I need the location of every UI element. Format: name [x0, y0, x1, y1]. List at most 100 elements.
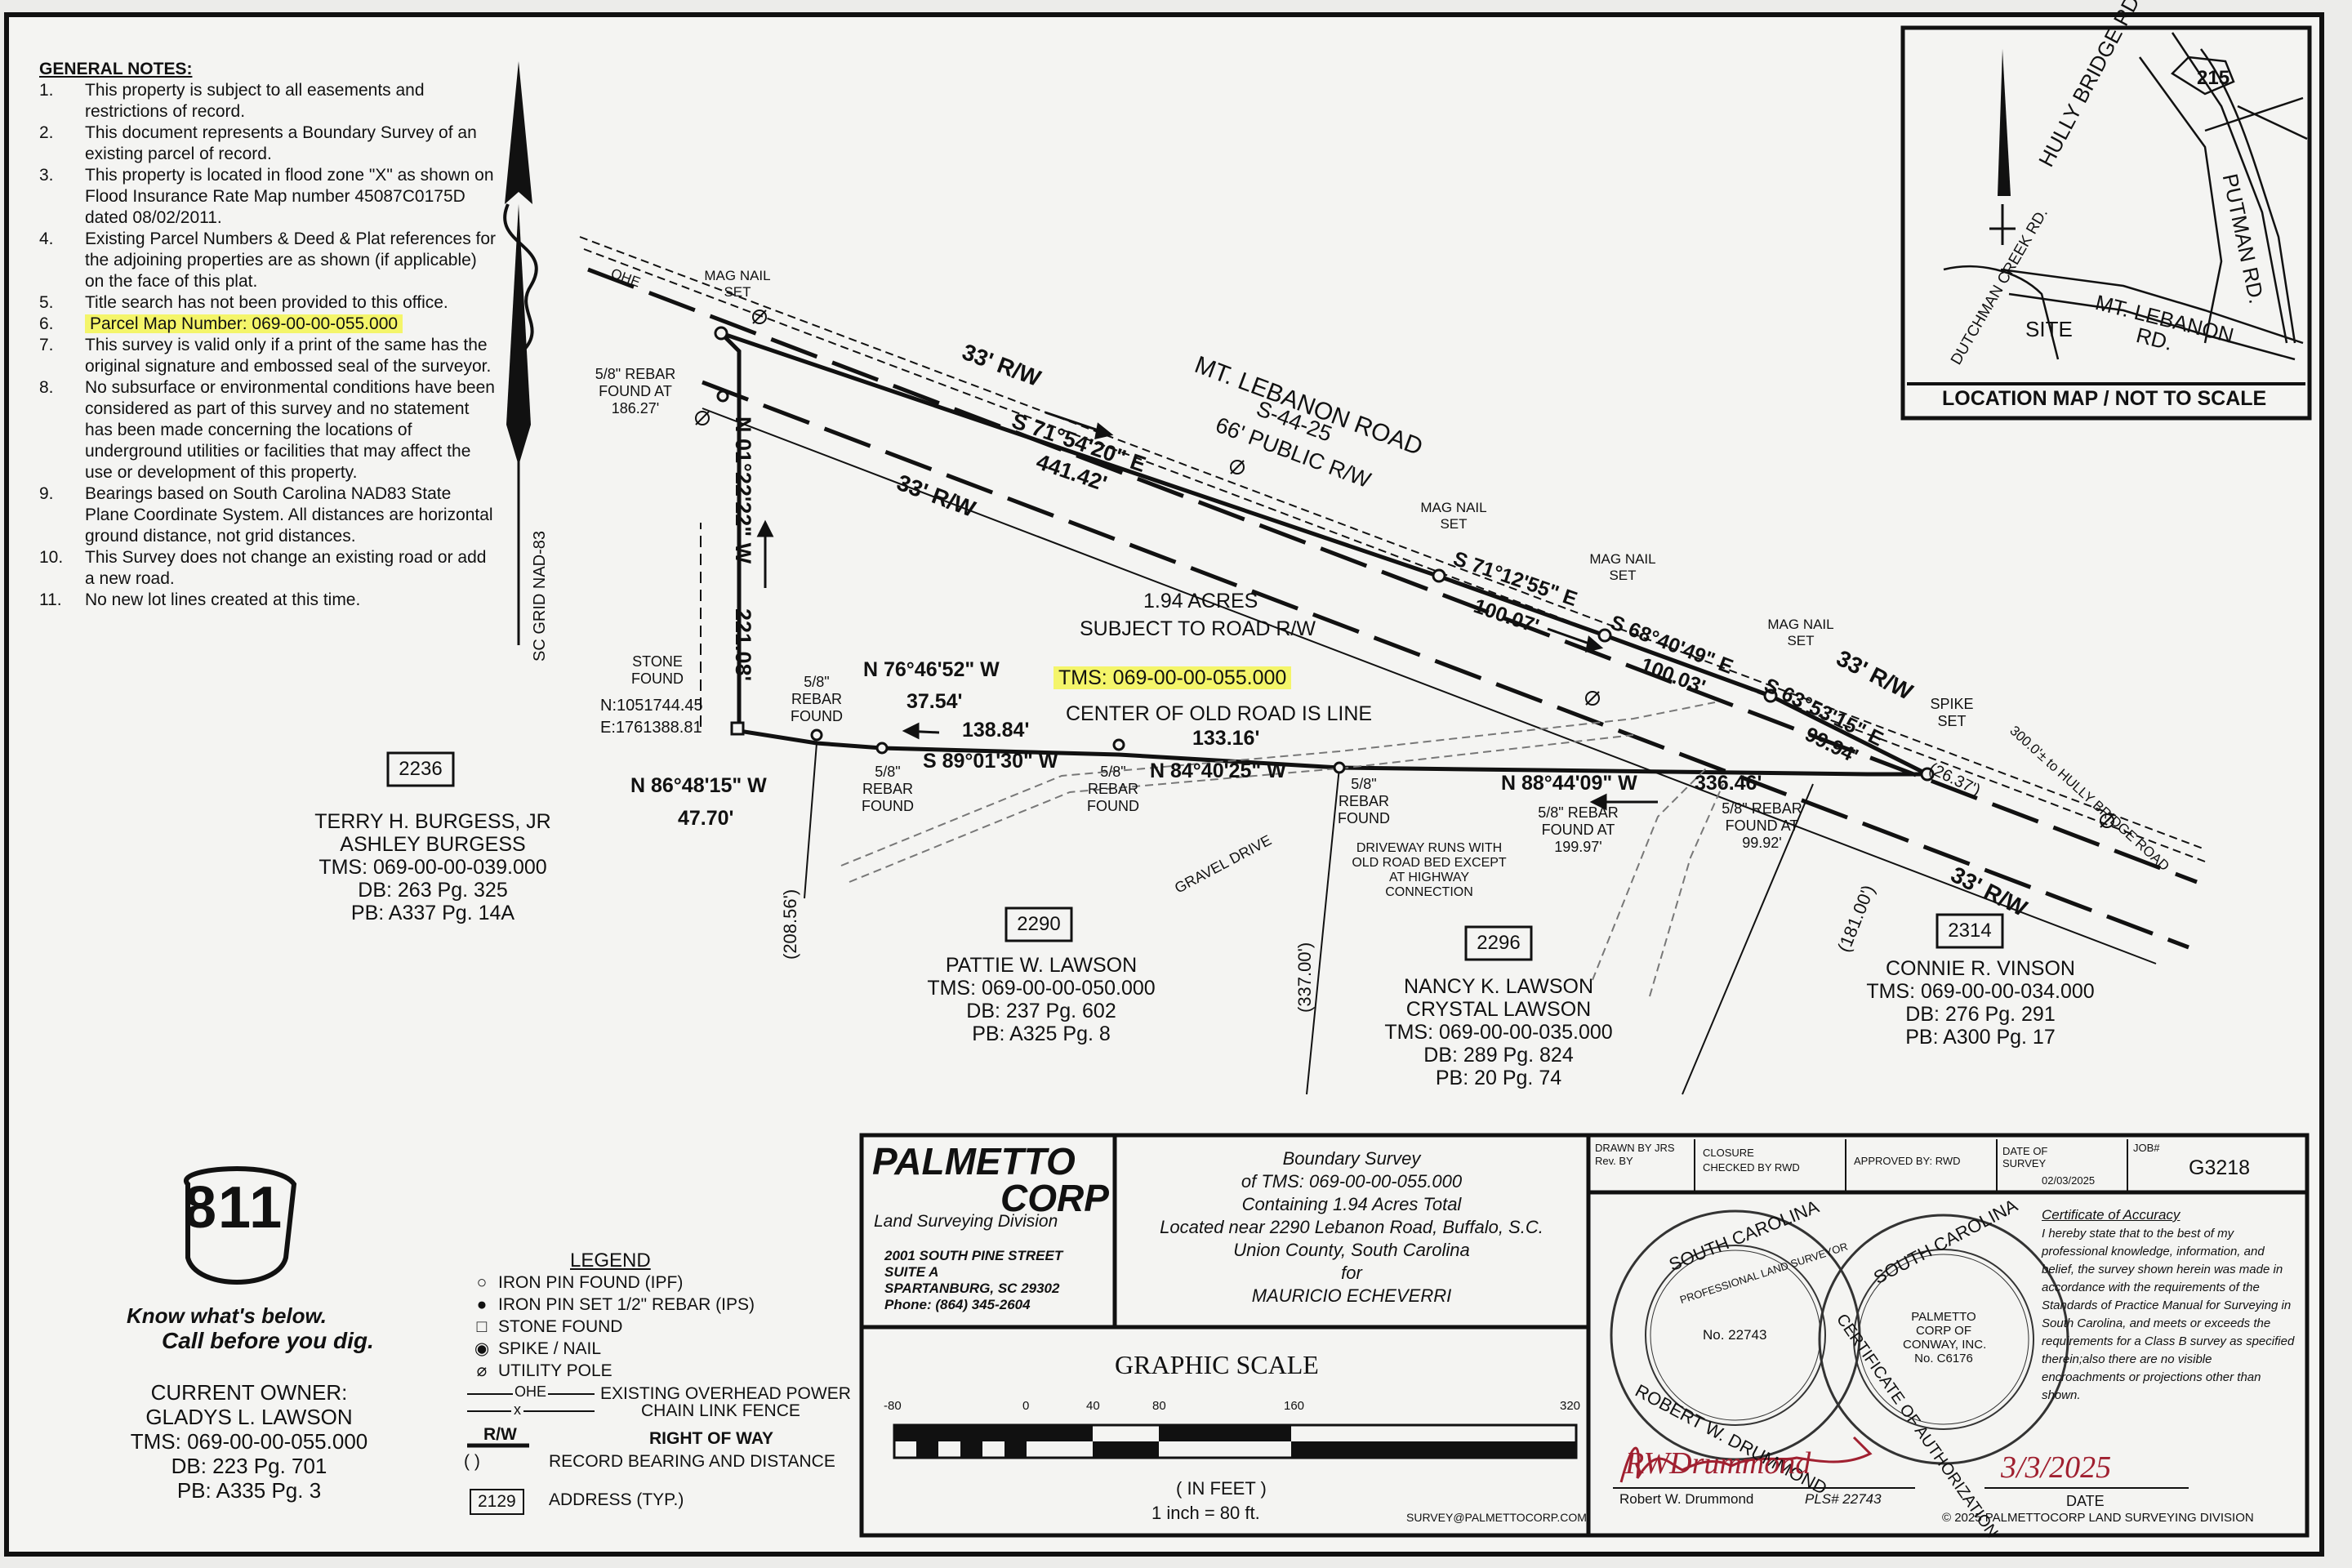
survey-title-line: Containing 1.94 Acres Total — [1241, 1194, 1462, 1214]
note-text: No new lot lines created at this time. — [85, 590, 361, 609]
note-item: 4.Existing Parcel Numbers & Deed & Plat … — [39, 229, 497, 292]
distance-south-3: 133.16' — [1192, 727, 1260, 750]
note-num: 5. — [39, 293, 54, 312]
adjoiner-owner: NANCY K. LAWSON CRYSTAL LAWSON TMS: 069-… — [1343, 975, 1654, 1089]
survey-title-line: for — [1341, 1263, 1362, 1283]
mag-nail-label: MAG NAIL SET — [1420, 500, 1487, 532]
current-owner-db: DB: 223 Pg. 701 — [171, 1454, 327, 1478]
note-item: 9.Bearings based on South Carolina NAD83… — [39, 483, 497, 547]
legend-fence-label: CHAIN LINK FENCE — [641, 1401, 800, 1420]
note-text: Existing Parcel Numbers & Deed & Plat re… — [85, 229, 497, 291]
legend-rw-symbol: R/W — [483, 1425, 517, 1444]
legend-label: IRON PIN SET 1/2" REBAR (IPS) — [498, 1295, 755, 1314]
owner-name: CRYSTAL LAWSON — [1405, 998, 1592, 1021]
adjoiner-owner: CONNIE R. VINSON TMS: 069-00-00-034.000 … — [1821, 957, 2140, 1049]
distance-south-1: 37.54' — [906, 690, 963, 713]
company-addr2: SUITE A — [884, 1264, 939, 1280]
signature-scribble — [1619, 1436, 1873, 1483]
note-text: Title search has not been provided to th… — [85, 293, 448, 312]
coord-east: E:1761388.81 — [600, 719, 702, 737]
owner-name: PATTIE W. LAWSON — [945, 954, 1138, 977]
rebar-label: 5/8" REBAR FOUND — [1338, 776, 1390, 826]
center-road-note: CENTER OF OLD ROAD IS LINE — [1066, 702, 1373, 725]
legend-row: ◉SPIKE / NAIL — [466, 1338, 755, 1360]
bearing-south-2: S 89°01'30" W — [923, 750, 1058, 773]
scale-tick: 0 — [1022, 1399, 1030, 1413]
owner-name: TERRY H. BURGESS, JR — [314, 810, 551, 833]
scale-tick: -80 — [884, 1399, 902, 1413]
seal1-number: No. 22743 — [1703, 1327, 1767, 1343]
legend-ohe-label: EXISTING OVERHEAD POWER — [600, 1384, 851, 1403]
legend-record-symbol: ( ) — [464, 1452, 480, 1471]
survey-title: Boundary Survey of TMS: 069-00-00-055.00… — [1119, 1147, 1584, 1307]
distance-west-line: 221.08' — [731, 608, 755, 682]
note-item: 7.This survey is valid only if a print o… — [39, 335, 497, 377]
subject-tms-text: TMS: 069-00-00-055.000 — [1054, 666, 1292, 689]
legend-address-symbol: 2129 — [470, 1489, 524, 1515]
authorization-seal — [1818, 1214, 2069, 1465]
rebar-label: 5/8" REBAR FOUND — [791, 674, 843, 724]
title-block-cells — [1694, 1139, 2128, 1191]
note-item: 10.This Survey does not change an existi… — [39, 547, 497, 590]
legend-title: LEGEND — [570, 1250, 651, 1272]
signature-printed: Robert W. Drummond — [1619, 1491, 1754, 1507]
location-map-caption: LOCATION MAP / NOT TO SCALE — [1942, 387, 2267, 410]
survey-title-line: of TMS: 069-00-00-055.000 — [1241, 1171, 1463, 1192]
bearing-west-line: N 01°22'22" W — [731, 416, 755, 564]
note-text: This property is located in flood zone "… — [85, 166, 494, 227]
legend-ohe-symbol: OHE — [513, 1383, 549, 1401]
owner-tms: TMS: 069-00-00-034.000 — [1866, 980, 2095, 1003]
legend-row: ⌀UTILITY POLE — [466, 1360, 755, 1382]
legend-address-label: ADDRESS (TYP.) — [549, 1490, 684, 1509]
scale-ratio: 1 inch = 80 ft. — [1152, 1503, 1260, 1523]
company-name-2: CORP — [1000, 1177, 1109, 1219]
driveway-note: DRIVEWAY RUNS WITH OLD ROAD BED EXCEPT A… — [1352, 841, 1507, 899]
company-phone: Phone: (864) 345-2604 — [884, 1297, 1031, 1312]
survey-title-line: Boundary Survey — [1282, 1148, 1421, 1169]
mag-nail-label: MAG NAIL SET — [1589, 551, 1656, 583]
note-text: This Survey does not change an existing … — [85, 548, 487, 588]
job-number: G3218 — [2189, 1156, 2251, 1179]
legend-row: ●IRON PIN SET 1/2" REBAR (IPS) — [466, 1294, 755, 1316]
note-item: 11.No new lot lines created at this time… — [39, 590, 497, 611]
general-notes: GENERAL NOTES: 1.This property is subjec… — [39, 59, 497, 611]
area-acres: 1.94 ACRES — [1143, 590, 1258, 612]
address-2290: 2290 — [1017, 913, 1061, 935]
bearing-south-4: N 88°44'09" W — [1501, 772, 1637, 795]
coord-north: N:1051744.45 — [600, 697, 703, 715]
distance-south-4: 336.46' — [1695, 772, 1762, 795]
current-owner-label: CURRENT OWNER: — [150, 1380, 348, 1405]
rebar-label: 5/8" REBAR FOUND — [1087, 764, 1139, 814]
note-item: 2.This document represents a Boundary Su… — [39, 122, 497, 165]
spike-nail-icon: ◉ — [474, 1339, 490, 1358]
location-map-roads — [1943, 32, 2308, 361]
note-num: 2. — [39, 123, 54, 142]
owner-pb: PB: A300 Pg. 17 — [1905, 1026, 2056, 1049]
rebar-label: 5/8" REBAR FOUND — [862, 764, 914, 814]
owner-pb: PB: A337 Pg. 14A — [350, 902, 515, 924]
rev-by: Rev. BY — [1595, 1155, 1633, 1167]
note-num: 9. — [39, 484, 54, 503]
owner-db: DB: 237 Pg. 602 — [966, 1000, 1116, 1022]
owner-db: DB: 276 Pg. 291 — [1905, 1003, 2056, 1026]
logo-811-number: 811 — [184, 1175, 284, 1241]
bearing-arrows — [756, 411, 1658, 811]
adjoiner-owner: PATTIE W. LAWSON TMS: 069-00-00-050.000 … — [886, 954, 1196, 1045]
note-text: This property is subject to all easement… — [85, 81, 425, 121]
bearing-south-1: N 76°46'52" W — [863, 658, 1000, 681]
survey-client: MAURICIO ECHEVERRI — [1251, 1285, 1452, 1306]
legend-label: IRON PIN FOUND (IPF) — [498, 1273, 684, 1292]
certificate-text: I hereby state that to the best of my pr… — [2042, 1227, 2295, 1402]
scale-tick: 320 — [1560, 1399, 1581, 1413]
signature-date-label: DATE — [2066, 1493, 2105, 1509]
current-owner-tms: TMS: 069-00-00-055.000 — [130, 1429, 368, 1454]
legend-label: STONE FOUND — [498, 1317, 623, 1336]
note-num: 7. — [39, 336, 54, 354]
route-shield — [2171, 56, 2235, 96]
record-208: (208.56') — [780, 889, 800, 960]
title-block-frames — [859, 1133, 2310, 1538]
north-arrow-icon — [503, 61, 538, 645]
survey-title-line: Union County, South Carolina — [1233, 1240, 1470, 1260]
